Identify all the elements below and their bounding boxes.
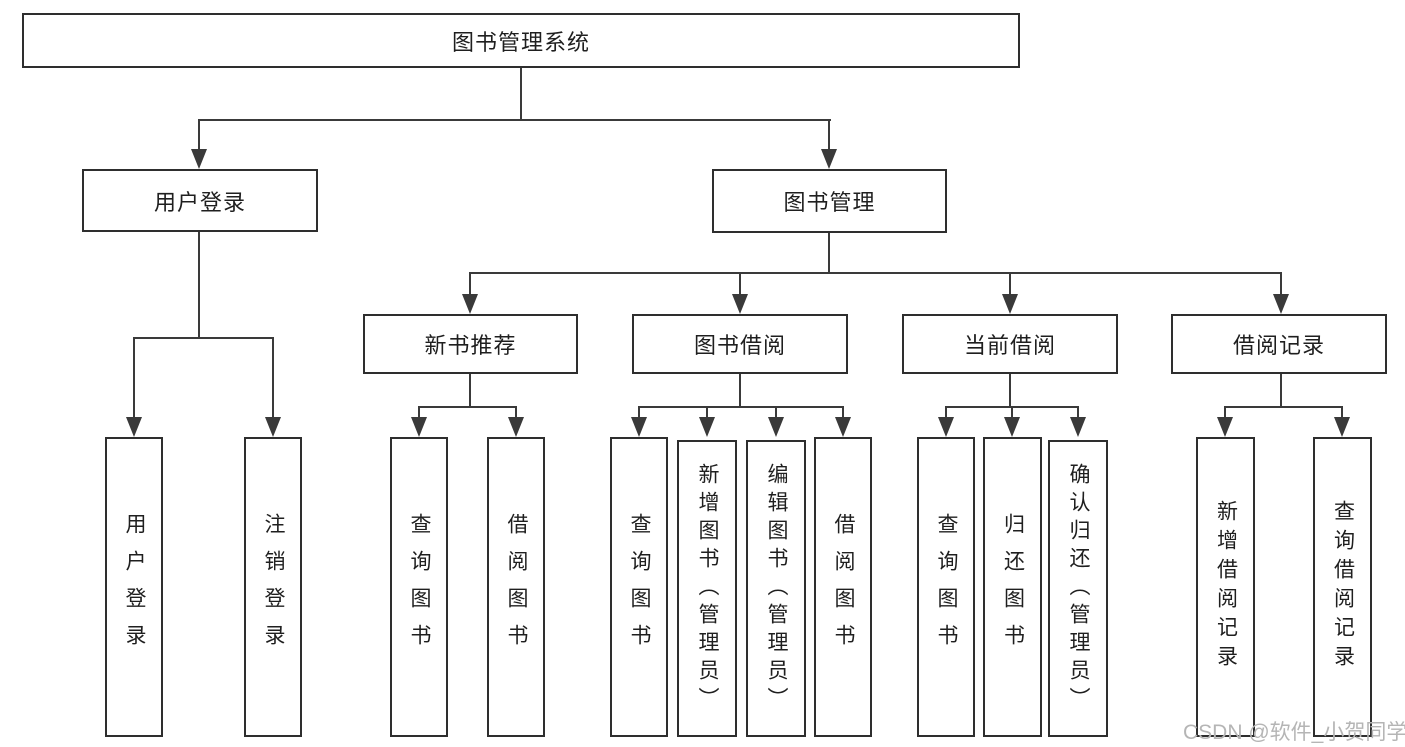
arrowhead-down-icon: [1217, 417, 1233, 437]
connector-line: [418, 406, 517, 408]
connector-line: [133, 337, 274, 339]
leaf-add-borrow-record-label: 新增借阅记录: [1214, 500, 1238, 674]
arrowhead-down-icon: [191, 149, 207, 169]
connector-line: [1280, 274, 1282, 294]
connector-line: [1011, 408, 1013, 417]
connector-line: [945, 408, 947, 417]
connector-line: [515, 408, 517, 417]
connector-line: [1341, 408, 1343, 417]
connector-line: [272, 339, 274, 417]
leaf-user-login: 用户登录: [105, 437, 163, 737]
leaf-confirm-return-admin: 确认归还（管理员）: [1048, 440, 1108, 737]
connector-line: [828, 121, 830, 149]
leaf-add-book-admin: 新增图书（管理员）: [677, 440, 737, 737]
arrowhead-down-icon: [462, 294, 478, 314]
connector-line: [1280, 374, 1282, 406]
connector-line: [775, 408, 777, 417]
arrowhead-down-icon: [508, 417, 524, 437]
leaf-return-book-label: 归还图书: [1001, 513, 1025, 661]
node-book-borrow: 图书借阅: [632, 314, 848, 374]
connector-line: [418, 408, 420, 417]
connector-line: [828, 233, 830, 272]
leaf-return-book: 归还图书: [983, 437, 1042, 737]
connector-line: [469, 374, 471, 406]
arrowhead-down-icon: [1002, 294, 1018, 314]
leaf-query-book-1: 查询图书: [390, 437, 448, 737]
connector-line: [469, 274, 471, 294]
node-user-login: 用户登录: [82, 169, 318, 232]
node-borrow-record: 借阅记录: [1171, 314, 1387, 374]
leaf-query-book-3-label: 查询图书: [935, 513, 958, 661]
leaf-logout-label: 注销登录: [262, 513, 285, 661]
arrowhead-down-icon: [1004, 417, 1020, 437]
arrowhead-down-icon: [938, 417, 954, 437]
connector-line: [469, 272, 1282, 274]
leaf-edit-book-admin: 编辑图书（管理员）: [746, 440, 806, 737]
connector-line: [638, 406, 844, 408]
connector-line: [1224, 406, 1343, 408]
connector-line: [1009, 274, 1011, 294]
arrowhead-down-icon: [699, 417, 715, 437]
connector-line: [198, 121, 200, 149]
connector-line: [945, 406, 1079, 408]
node-book-management-label: 图书管理: [783, 190, 876, 215]
arrowhead-down-icon: [1273, 294, 1289, 314]
connector-line: [1224, 408, 1226, 417]
node-new-book-recommend: 新书推荐: [363, 314, 578, 374]
arrowhead-down-icon: [1070, 417, 1086, 437]
node-current-borrow-label: 当前借阅: [963, 333, 1056, 358]
connector-line: [198, 119, 831, 121]
node-current-borrow: 当前借阅: [902, 314, 1118, 374]
connector-line: [739, 374, 741, 406]
leaf-borrow-book-1: 借阅图书: [487, 437, 545, 737]
node-book-management: 图书管理: [712, 169, 947, 233]
leaf-borrow-book-2: 借阅图书: [814, 437, 872, 737]
connector-line: [520, 68, 522, 119]
leaf-query-borrow-record: 查询借阅记录: [1313, 437, 1372, 737]
node-root: 图书管理系统: [22, 13, 1020, 68]
arrowhead-down-icon: [1334, 417, 1350, 437]
arrowhead-down-icon: [126, 417, 142, 437]
leaf-query-book-1-label: 查询图书: [408, 513, 431, 661]
connector-line: [706, 408, 708, 417]
watermark: CSDN @软件_小贺同学: [1183, 721, 1405, 744]
node-book-borrow-label: 图书借阅: [693, 333, 786, 358]
leaf-query-book-3: 查询图书: [917, 437, 975, 737]
connector-line: [1009, 374, 1011, 406]
connector-line: [198, 232, 200, 337]
arrowhead-down-icon: [631, 417, 647, 437]
node-root-label: 图书管理系统: [451, 29, 590, 55]
leaf-add-book-admin-label: 新增图书（管理员）: [696, 462, 719, 715]
arrowhead-down-icon: [411, 417, 427, 437]
node-new-book-recommend-label: 新书推荐: [424, 333, 517, 358]
arrowhead-down-icon: [732, 294, 748, 314]
arrowhead-down-icon: [768, 417, 784, 437]
leaf-add-borrow-record: 新增借阅记录: [1196, 437, 1255, 737]
connector-line: [842, 408, 844, 417]
leaf-edit-book-admin-label: 编辑图书（管理员）: [765, 462, 788, 715]
leaf-borrow-book-1-label: 借阅图书: [505, 513, 528, 661]
leaf-borrow-book-2-label: 借阅图书: [832, 513, 855, 661]
leaf-confirm-return-admin-label: 确认归还（管理员）: [1067, 462, 1090, 715]
connector-line: [1077, 408, 1079, 417]
leaf-query-book-2-label: 查询图书: [628, 513, 651, 661]
connector-line: [638, 408, 640, 417]
arrowhead-down-icon: [835, 417, 851, 437]
node-user-login-label: 用户登录: [153, 189, 246, 215]
connector-line: [739, 274, 741, 294]
node-borrow-record-label: 借阅记录: [1232, 333, 1325, 358]
arrowhead-down-icon: [265, 417, 281, 437]
connector-line: [133, 339, 135, 417]
arrowhead-down-icon: [821, 149, 837, 169]
leaf-user-login-label: 用户登录: [123, 513, 146, 661]
leaf-logout: 注销登录: [244, 437, 302, 737]
leaf-query-book-2: 查询图书: [610, 437, 668, 737]
leaf-query-borrow-record-label: 查询借阅记录: [1331, 500, 1355, 674]
